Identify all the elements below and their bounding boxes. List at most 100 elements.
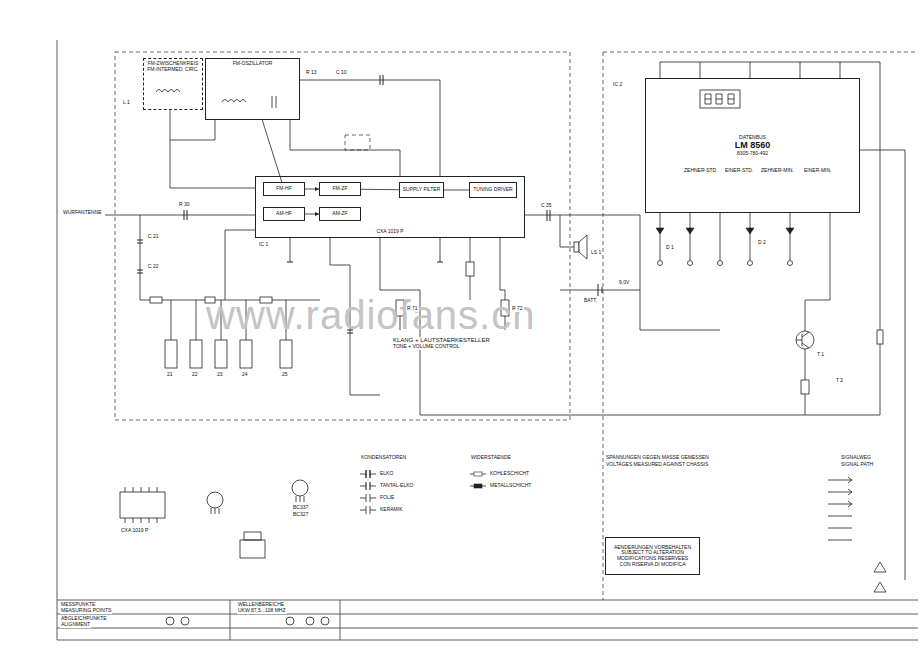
switch-contact <box>748 261 753 266</box>
switch-contact <box>718 261 723 266</box>
callout-label: UKW 87,5...108 MHZ <box>237 608 287 614</box>
component-outline <box>240 540 265 558</box>
node-label: DATENBUS <box>739 135 766 141</box>
coil-symbol <box>222 100 246 103</box>
legend-swatch <box>360 470 376 478</box>
ic-block: AM-HF <box>263 207 305 221</box>
region-border <box>345 135 370 150</box>
callout-label: CXA 1019 P <box>120 528 149 534</box>
callout-label: D 1 <box>665 245 675 251</box>
node-label: 8305-780-492 <box>737 151 768 157</box>
display-symbol <box>700 90 740 108</box>
legend-symbol <box>474 472 482 476</box>
speaker-symbol <box>574 242 579 252</box>
legend-item: METALLSCHICHT <box>470 482 532 490</box>
legend-label: KOHLESCHICHT <box>489 471 530 477</box>
signal-connector <box>361 189 399 190</box>
callout-label: 25 <box>281 372 289 378</box>
signal-connector <box>262 120 282 182</box>
node-label: CON RISERVA DI MODIFICA <box>620 562 686 568</box>
component-outline <box>296 496 304 502</box>
node-label: FM-INTERMED. CIRC. <box>147 67 198 73</box>
switch-block <box>215 340 227 368</box>
ic-block: FM-ZF <box>319 182 361 196</box>
callout-label: TONE + VOLUME CONTROL <box>392 344 460 350</box>
display-symbol <box>700 90 740 108</box>
node-label: TUNING DRIVER <box>473 187 512 193</box>
node-label: AM-HF <box>276 211 292 217</box>
transistor-symbol <box>796 331 814 349</box>
switch-block <box>165 340 292 368</box>
component-outline <box>120 480 308 558</box>
callout-label: D 2 <box>757 240 767 246</box>
component-outline <box>211 508 219 514</box>
callout-label: R 71 <box>406 306 419 312</box>
callout-label: BC327 <box>292 512 309 518</box>
transistor-symbol <box>796 332 809 348</box>
region-border <box>115 52 570 420</box>
callout-label: 24 <box>241 372 249 378</box>
legend-symbol <box>366 494 370 502</box>
component-outline <box>207 492 223 508</box>
legend-label: FOLIE <box>379 495 395 501</box>
switch-contact <box>688 261 693 266</box>
measuring-point <box>181 617 189 625</box>
callout-label: WIDERSTAENDE <box>470 455 512 461</box>
signal-arrow <box>828 477 886 592</box>
node-label: FM-HF <box>276 186 292 192</box>
callout-label: SPANNUNGEN GEGEN MASSE GEMESSEN <box>605 455 710 461</box>
legend-symbol <box>366 470 370 478</box>
legend-swatch <box>470 482 486 490</box>
node-label: FM-OSZILLATOR <box>233 61 273 67</box>
callout-label: SIGNALWEG <box>840 455 872 461</box>
measuring-point <box>166 617 329 625</box>
callout-label: R 30 <box>178 202 191 208</box>
callout-label: ABGLEICHPUNKTE <box>60 616 108 622</box>
switch-contact <box>658 261 663 266</box>
callout-label: KLANG + LAUTSTAERKESTELLER <box>392 337 491 344</box>
node-label: LM 8560 <box>735 140 771 150</box>
signal-connector <box>444 190 469 191</box>
region-border <box>603 52 918 600</box>
diode-symbol <box>656 228 664 234</box>
component-outline <box>120 492 165 518</box>
legend-symbol <box>366 470 370 478</box>
legend-label: METALLSCHICHT <box>489 483 532 489</box>
wire <box>105 62 905 580</box>
callout-label: ALIGNMENT <box>60 622 91 628</box>
measuring-point <box>166 617 174 625</box>
callout-label: 23 <box>216 372 224 378</box>
callout-label: MESSPUNKTE <box>60 602 96 608</box>
watermark: www.radiofans.cn <box>205 292 536 338</box>
callout-label: C 35 <box>540 203 553 209</box>
callout-label: R 72 <box>511 306 524 312</box>
legend-symbol <box>366 482 370 490</box>
callout-label: C 22 <box>147 264 160 270</box>
callout-label: 21 <box>166 372 174 378</box>
legend-label: KERAMIK <box>379 507 404 513</box>
callout-label: BATT. <box>583 298 598 304</box>
node-label: SUPPLY FILTER <box>403 187 441 193</box>
node-label: AM-ZF <box>332 211 347 217</box>
callout-label: 22 <box>191 372 199 378</box>
legend-label: TANTAL-ELKO <box>379 483 414 489</box>
ic-block: FM-HF <box>263 182 305 196</box>
speaker-symbol <box>574 235 587 259</box>
switch-contact <box>658 261 793 266</box>
switch-block <box>280 340 292 368</box>
signal-connector <box>305 214 319 215</box>
resistor-symbol <box>466 262 474 276</box>
callout-label: VOLTAGES MEASURED AGAINST CHASSIS <box>605 462 709 468</box>
resistor-symbol <box>877 330 883 344</box>
ic-block: AM-ZF <box>319 207 361 221</box>
callout-label: WURFANTENNE <box>62 210 103 216</box>
callout-label: WELLENBEREICHE <box>237 602 285 608</box>
measuring-point <box>286 617 294 625</box>
callout-label: MEASURING POINTS <box>60 608 112 614</box>
node-label: FM-ZF <box>333 186 348 192</box>
legend-item: TANTAL-ELKO <box>360 482 414 490</box>
display-symbol <box>705 94 734 104</box>
legend-symbol <box>366 494 370 502</box>
signal-connector <box>305 189 319 190</box>
